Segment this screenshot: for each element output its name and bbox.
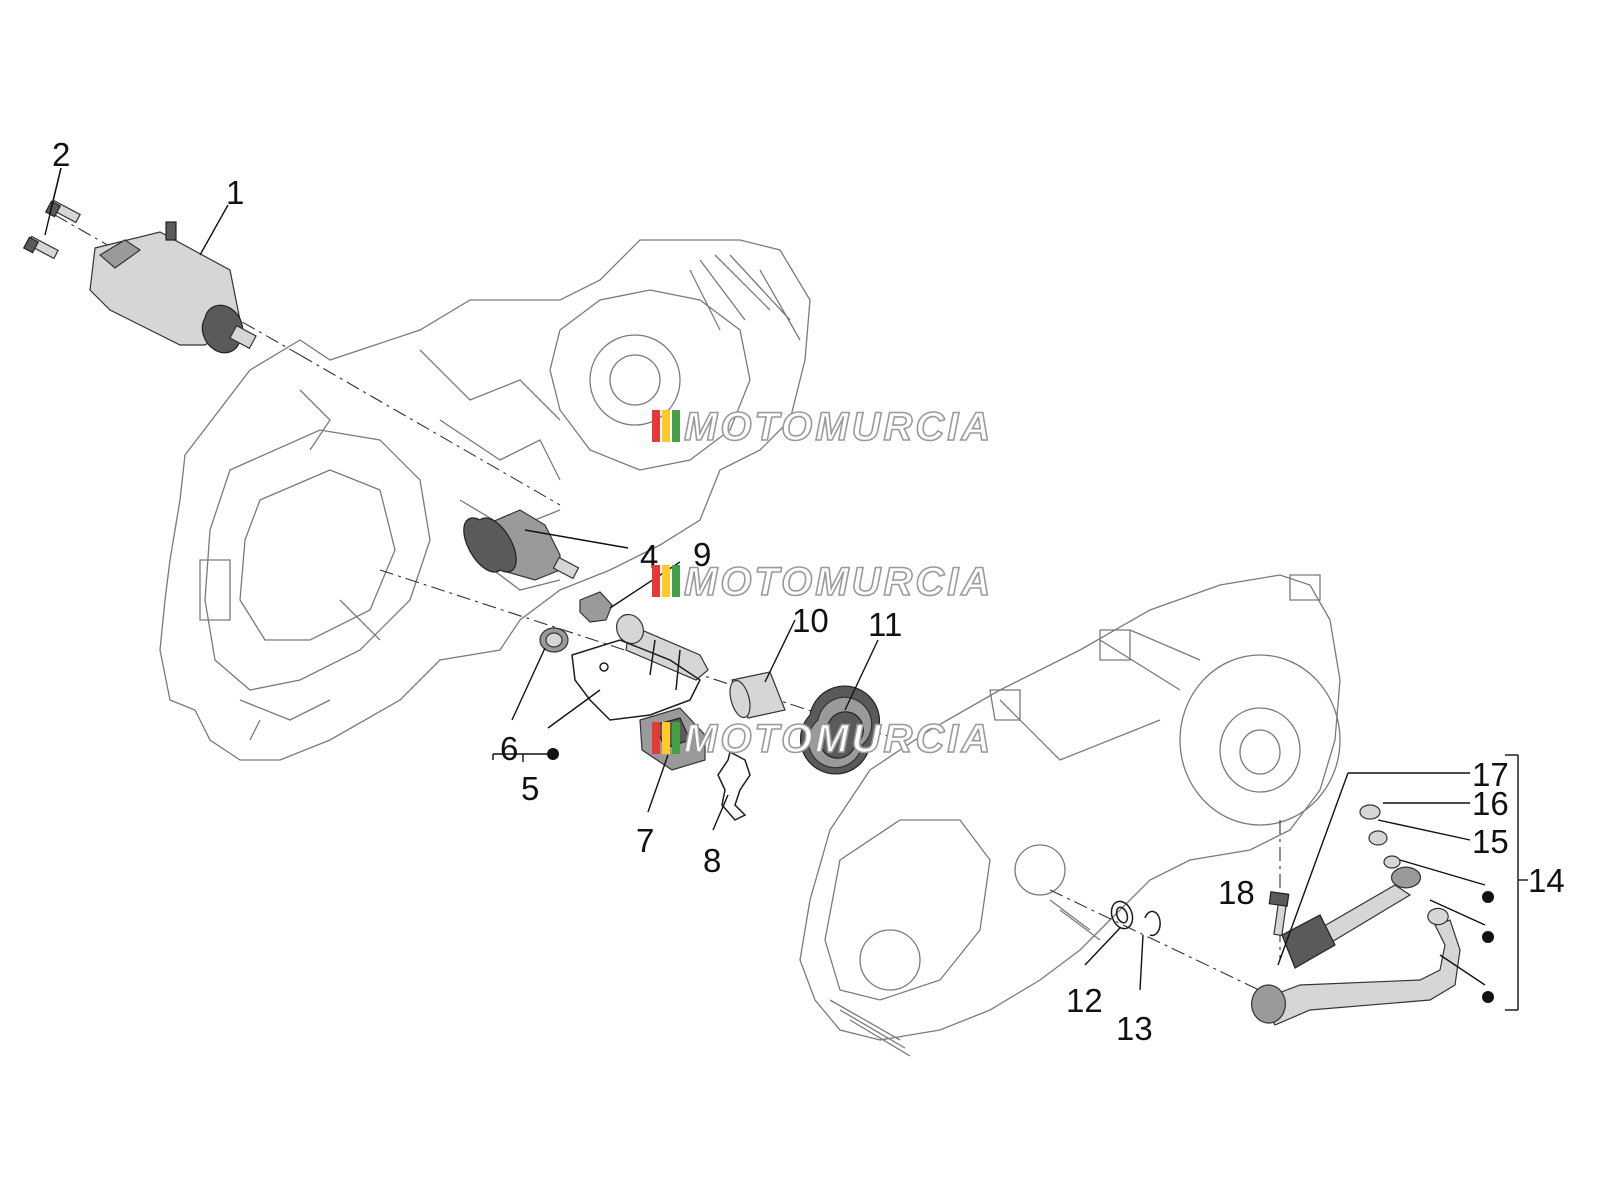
sleeve [729, 671, 786, 719]
starter-bolts [22, 199, 81, 260]
callout-labels: 2 1 4 9 10 11 6 5 7 8 12 13 18 17 16 15 … [52, 136, 1565, 1047]
wire-clip [717, 750, 751, 821]
callout-6: 6 [500, 730, 518, 767]
callout-14: 14 [1528, 862, 1565, 899]
washer-and-circlip [1110, 900, 1161, 937]
callout-2: 2 [52, 136, 70, 173]
callout-15: 15 [1472, 823, 1509, 860]
callout-12: 12 [1066, 982, 1103, 1019]
watermark-text: MOTOMURCIA [684, 717, 993, 761]
gear-sector-plate [571, 639, 701, 721]
callout-11: 11 [868, 606, 902, 643]
watermark-text: MOTOMURCIA [684, 405, 993, 449]
clip-part [579, 591, 613, 623]
callout-10: 10 [792, 602, 829, 639]
callout-13: 13 [1116, 1010, 1153, 1047]
watermark-text: MOTOMURCIA [684, 560, 993, 604]
callout-1: 1 [226, 174, 244, 211]
lever-bolt [1268, 891, 1290, 937]
transmission-cover-drawing [799, 574, 1341, 1057]
starter-drive-pinion [463, 509, 580, 581]
crankcase-drawing [159, 239, 811, 761]
bushing [539, 627, 569, 653]
watermark-logo: MOTOMURCIA [652, 716, 993, 762]
starter-motor [89, 221, 257, 354]
watermark-logo: MOTOMURCIA [652, 404, 993, 450]
lever-washers [1359, 804, 1401, 869]
callout-17: 17 [1472, 756, 1509, 793]
callout-8: 8 [703, 842, 721, 879]
callout-7: 7 [636, 822, 654, 859]
kickstart-lever [1251, 866, 1461, 1026]
callout-9: 9 [693, 536, 711, 573]
watermark-logo: MOTOMURCIA [652, 559, 993, 605]
callout-5: 5 [521, 770, 539, 807]
group-dots [547, 748, 1494, 1003]
kickstart-shaft [616, 613, 709, 691]
return-spring [800, 685, 880, 775]
callout-16: 16 [1472, 785, 1509, 822]
callout-18: 18 [1218, 874, 1255, 911]
